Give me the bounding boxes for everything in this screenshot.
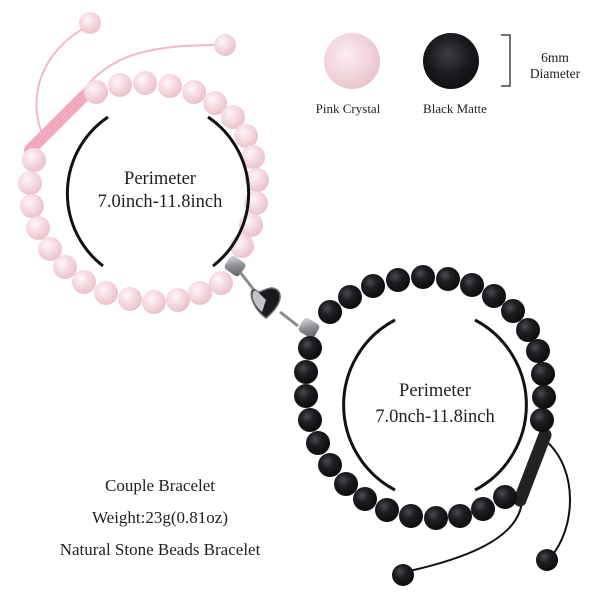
pink-perimeter-label: Perimeter	[124, 169, 196, 189]
magnetic-heart-clasp	[224, 255, 320, 338]
pink-perimeter-value: 7.0inch-11.8inch	[97, 192, 223, 212]
diameter-bracket	[501, 34, 511, 87]
black-perimeter-text: Perimeter 7.0nch-11.8inch	[340, 378, 530, 430]
bead-size: 6mm Diameter	[515, 50, 595, 82]
black-perimeter-label: Perimeter	[399, 381, 471, 401]
product-title: Couple Bracelet	[105, 476, 215, 495]
black-matte-label: Black Matte	[423, 101, 487, 116]
pink-bracelet	[18, 12, 269, 314]
pink-crystal-label: Pink Crystal	[315, 101, 381, 116]
black-matte-swatch	[423, 33, 479, 89]
pink-perimeter-text: Perimeter 7.0inch-11.8inch	[60, 168, 260, 214]
bead-size-value: 6mm	[541, 50, 569, 65]
black-perimeter-value: 7.0nch-11.8inch	[375, 407, 495, 427]
product-weight: Weight:23g(0.81oz)	[91, 508, 229, 527]
pink-crystal-swatch	[324, 33, 380, 89]
black-bracelet	[294, 265, 571, 586]
product-material: Natural Stone Beads Bracelet	[59, 540, 261, 559]
bead-size-label: Diameter	[529, 66, 581, 81]
